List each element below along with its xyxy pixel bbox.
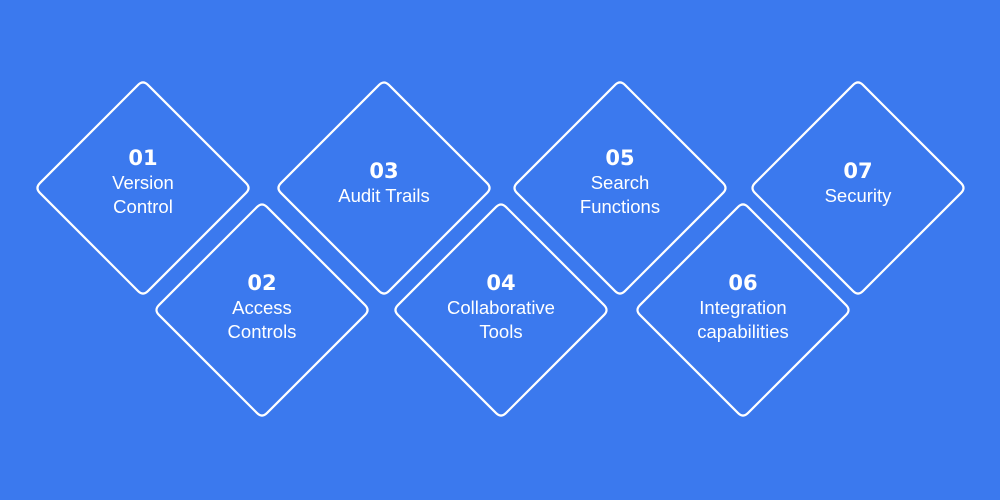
step-05: 05 Search Functions [540, 145, 700, 219]
step-title-line: Control [113, 196, 173, 217]
step-number: 01 [128, 146, 158, 170]
step-title-line: Functions [579, 196, 661, 217]
step-title-line: Collaborative [447, 297, 555, 318]
step-07: 07 Security [778, 158, 938, 208]
step-number: 04 [486, 271, 516, 295]
step-02: 02 Access Controls [182, 270, 342, 344]
step-06: 06 Integration capabilities [663, 270, 823, 344]
step-title-line: Tools [479, 321, 523, 342]
step-number: 07 [843, 159, 873, 183]
step-title-line: Security [824, 185, 892, 206]
step-03: 03 Audit Trails [304, 158, 464, 208]
step-04: 04 Collaborative Tools [421, 270, 581, 344]
step-number: 03 [369, 159, 399, 183]
step-title-line: Search [590, 172, 650, 193]
diamond-outline-01 [36, 81, 250, 295]
diamond-outline-04 [394, 203, 608, 417]
step-number: 05 [605, 146, 635, 170]
diamond-outline-03 [277, 81, 491, 295]
step-number: 02 [247, 271, 277, 295]
step-title-line: Access [232, 297, 292, 318]
diamond-outline-02 [155, 203, 369, 417]
step-title-line: capabilities [697, 321, 789, 342]
step-title-line: Audit Trails [338, 185, 430, 206]
step-number: 06 [728, 271, 758, 295]
step-title-line: Integration [699, 297, 787, 318]
step-01: 01 Version Control [63, 145, 223, 219]
diamond-outline-06 [636, 203, 850, 417]
step-title-line: Version [112, 172, 174, 193]
step-title-line: Controls [227, 321, 297, 342]
diamond-outline-07 [751, 81, 965, 295]
diamond-outline-05 [513, 81, 727, 295]
